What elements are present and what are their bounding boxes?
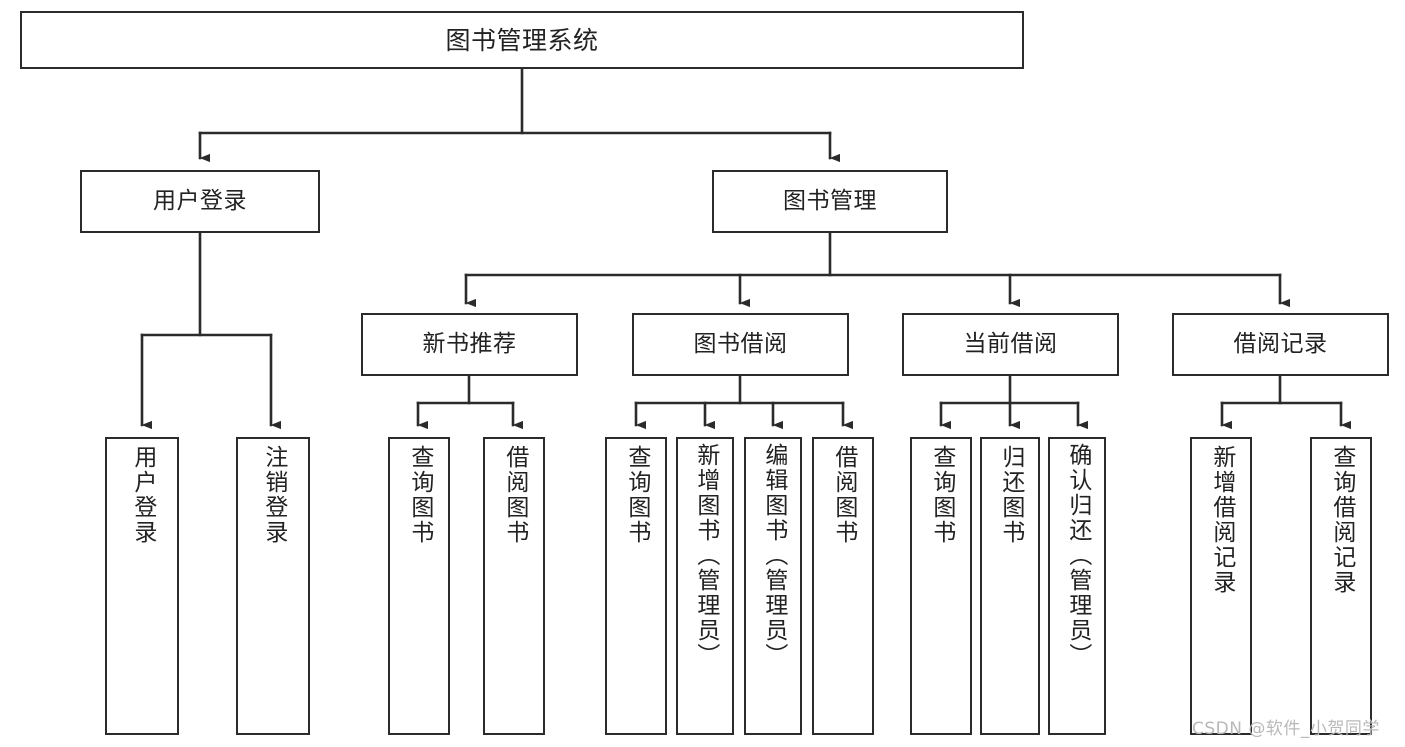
- edge-group-book-borrow: [634, 374, 854, 430]
- leaf-user-login[interactable]: 用户登录: [105, 437, 179, 735]
- edge-group-root: [198, 67, 841, 163]
- node-label: 新增借阅记录: [1208, 445, 1235, 595]
- node-root-book-management-system[interactable]: 图书管理系统: [20, 11, 1024, 69]
- leaf-confirm-return-admin[interactable]: 确认归还（管理员）: [1048, 437, 1106, 735]
- node-label: 当前借阅: [963, 331, 1058, 358]
- edge-group-user-login: [140, 231, 282, 430]
- leaf-logout[interactable]: 注销登录: [236, 437, 310, 735]
- edge-group-book-management: [464, 231, 1291, 308]
- node-label: 编辑图书（管理员）: [760, 443, 787, 668]
- node-label: 注销登录: [260, 445, 287, 545]
- node-label: 借阅图书: [830, 445, 857, 545]
- node-label: 用户登录: [129, 445, 156, 545]
- edge-group-borrow-record: [1220, 374, 1352, 430]
- edge-group-current-borrow: [939, 374, 1089, 430]
- node-label: 借阅记录: [1233, 331, 1328, 358]
- node-label: 图书管理: [783, 188, 877, 215]
- leaf-query-book-current[interactable]: 查询图书: [910, 437, 972, 735]
- node-label: 用户登录: [153, 188, 247, 215]
- edge-group-new-book-recommend: [416, 374, 524, 430]
- node-user-login[interactable]: 用户登录: [80, 170, 320, 233]
- node-label: 归还图书: [997, 445, 1024, 545]
- node-label: 新书推荐: [422, 331, 517, 358]
- leaf-return-book[interactable]: 归还图书: [980, 437, 1040, 735]
- leaf-borrow-book[interactable]: 借阅图书: [812, 437, 874, 735]
- node-label: 图书管理系统: [445, 25, 599, 55]
- node-book-management[interactable]: 图书管理: [712, 170, 948, 233]
- node-label: 查询图书: [928, 445, 955, 545]
- node-label: 查询图书: [406, 445, 433, 545]
- leaf-add-borrow-record[interactable]: 新增借阅记录: [1190, 437, 1252, 735]
- node-label: 查询图书: [623, 445, 650, 545]
- node-current-borrow[interactable]: 当前借阅: [902, 313, 1119, 376]
- leaf-query-borrow-record[interactable]: 查询借阅记录: [1310, 437, 1372, 735]
- node-label: 借阅图书: [501, 445, 528, 545]
- leaf-add-book-admin[interactable]: 新增图书（管理员）: [676, 437, 734, 735]
- node-label: 确认归还（管理员）: [1064, 443, 1091, 668]
- node-label: 查询借阅记录: [1328, 445, 1355, 595]
- node-book-borrow[interactable]: 图书借阅: [632, 313, 849, 376]
- node-borrow-record[interactable]: 借阅记录: [1172, 313, 1389, 376]
- leaf-query-book-recommend[interactable]: 查询图书: [388, 437, 450, 735]
- node-new-book-recommend[interactable]: 新书推荐: [361, 313, 578, 376]
- node-label: 图书借阅: [693, 331, 788, 358]
- leaf-query-book-borrow[interactable]: 查询图书: [605, 437, 667, 735]
- leaf-borrow-book-recommend[interactable]: 借阅图书: [483, 437, 545, 735]
- leaf-edit-book-admin[interactable]: 编辑图书（管理员）: [744, 437, 802, 735]
- node-label: 新增图书（管理员）: [692, 443, 719, 668]
